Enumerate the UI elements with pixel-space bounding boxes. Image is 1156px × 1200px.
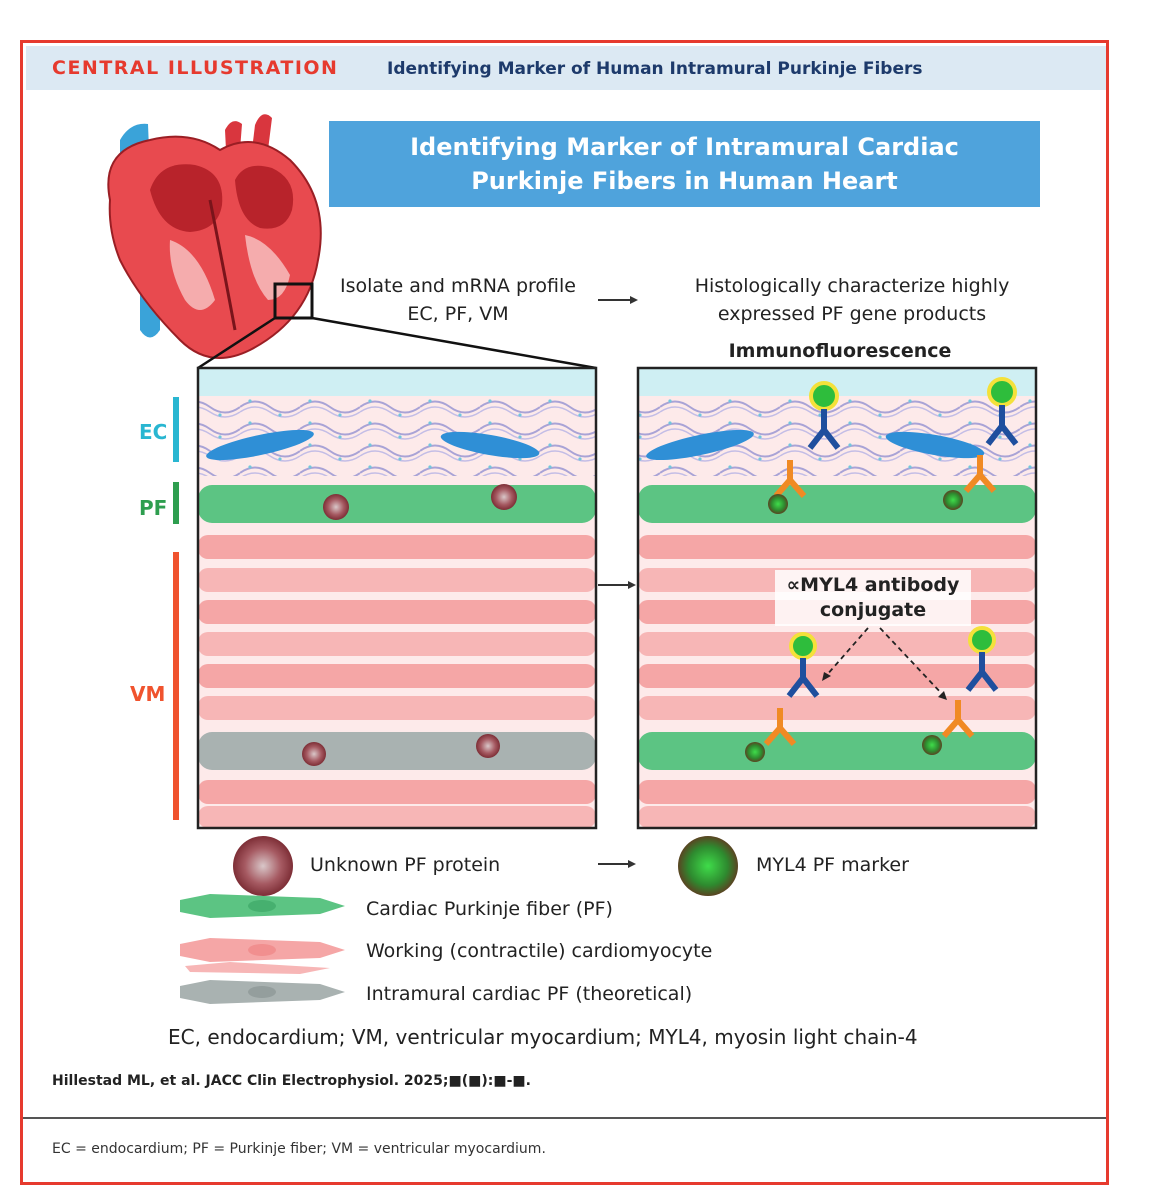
unknown-protein-dot <box>476 734 500 758</box>
zoom-line-left <box>197 316 276 370</box>
arrow-icon <box>598 581 636 589</box>
antibody-conjugate-icon <box>922 626 999 755</box>
central-illustration-label: CENTRAL ILLUSTRATION <box>52 57 339 79</box>
antibody-line2: conjugate <box>819 599 927 621</box>
antibody-conjugate-icon <box>745 632 820 762</box>
main-title-line1: Identifying Marker of Intramural Cardiac <box>410 133 959 161</box>
antibody-conjugate-icon <box>943 377 1019 510</box>
citation: Hillestad ML, et al. JACC Clin Electroph… <box>52 1073 531 1089</box>
unknown-protein-dot <box>323 494 349 520</box>
abbreviations: EC, endocardium; VM, ventricular myocard… <box>168 1025 918 1049</box>
illustration-frame <box>20 40 1109 1185</box>
legend-intramural-pf: Intramural cardiac PF (theoretical) <box>366 983 693 1005</box>
myl4-marker-legend-icon <box>678 836 738 896</box>
arrow-icon <box>598 860 636 868</box>
pf-label: PF <box>139 496 168 520</box>
ec-bar <box>173 397 179 462</box>
legend-working-cardiomyocyte: Working (contractile) cardiomyocyte <box>366 940 713 962</box>
footnote: EC = endocardium; PF = Purkinje fiber; V… <box>52 1141 546 1157</box>
step1-line1: Isolate and mRNA profile <box>340 275 576 297</box>
footer-divider <box>23 1117 1106 1119</box>
step1-line2: EC, PF, VM <box>407 303 509 325</box>
vm-bar <box>173 552 179 820</box>
step2-line2: expressed PF gene products <box>717 303 987 325</box>
legend-myl4-marker: MYL4 PF marker <box>756 854 909 876</box>
heart-icon <box>107 114 322 359</box>
vm-label: VM <box>130 682 166 706</box>
working-cardiomyocyte-legend-icon <box>180 938 345 974</box>
main-title-box: Identifying Marker of Intramural Cardiac… <box>329 121 1040 207</box>
main-title-line2: Purkinje Fibers in Human Heart <box>471 167 898 195</box>
step2-line1: Histologically characterize highly <box>694 275 1010 297</box>
zoom-line-right <box>311 316 597 370</box>
tissue-panel-left <box>198 368 596 828</box>
header-bar <box>26 46 1106 90</box>
unknown-protein-dot <box>491 484 517 510</box>
header-title: Identifying Marker of Human Intramural P… <box>387 59 923 79</box>
antibody-line1: ∝MYL4 antibody <box>786 574 960 596</box>
immunofluorescence-title: Immunofluorescence <box>728 340 952 362</box>
panel-left-border <box>196 366 598 830</box>
unknown-protein-legend-icon <box>233 836 293 896</box>
antibody-pointer <box>879 627 944 696</box>
step2-text: Histologically characterize highly expre… <box>662 272 1042 328</box>
legend-pf-fiber: Cardiac Purkinje fiber (PF) <box>366 898 613 920</box>
pf-fiber-legend-icon <box>180 894 345 918</box>
intramural-pf-legend-icon <box>180 980 345 1004</box>
antibody-pointer <box>825 627 869 677</box>
ec-label: EC <box>139 420 168 444</box>
panel-right-border <box>636 366 1038 830</box>
legend-unknown-protein: Unknown PF protein <box>310 854 501 876</box>
arrow-icon <box>598 296 638 304</box>
step1-text: Isolate and mRNA profile EC, PF, VM <box>318 272 598 328</box>
pf-bar <box>173 482 179 524</box>
unknown-protein-dot <box>302 742 326 766</box>
antibody-conjugate-icon <box>768 381 841 514</box>
antibody-conjugate-label: ∝MYL4 antibody conjugate <box>775 570 971 626</box>
zoom-box <box>273 282 314 320</box>
